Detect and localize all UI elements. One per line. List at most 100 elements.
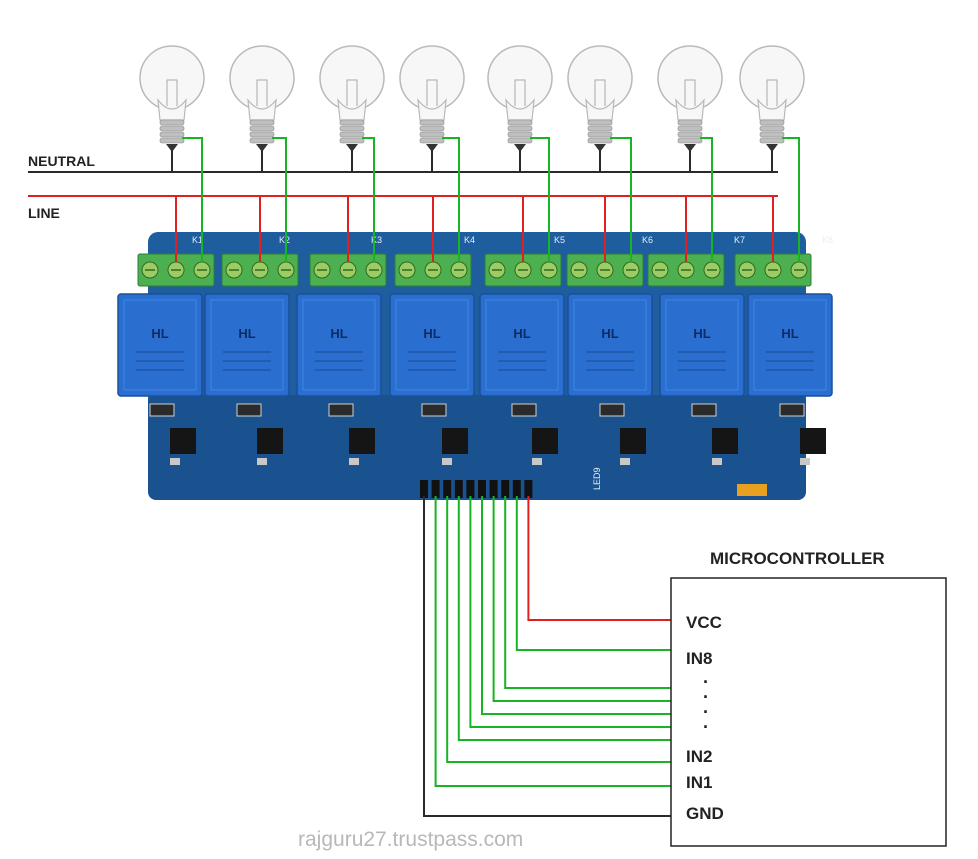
light-bulb [139,45,205,152]
control-wire-in3 [457,496,671,741]
relay-K8: HL K8 [747,235,833,397]
relay-marking: HL [238,326,255,341]
relay-id: K8 [822,235,833,245]
relay-marking: HL [330,326,347,341]
control-wire-vcc [527,496,671,621]
optocouplers [149,403,826,465]
optocoupler [511,403,558,465]
switched-wire [610,137,632,262]
screw-terminal [309,253,387,287]
light-bulb [657,45,723,152]
screw-terminal [221,253,299,287]
relay-id: K4 [464,235,475,245]
light-bulbs [139,45,805,172]
optocoupler [779,403,826,465]
relay-marking: HL [151,326,168,341]
switched-wire [782,137,800,262]
dot-4: · [703,717,709,737]
input-header [420,480,533,498]
relay-K1: HL K1 [117,235,203,397]
pcb-bottom-area [148,395,806,500]
switched-wire [530,137,550,262]
relay-id: K6 [642,235,653,245]
switched-wire [442,137,460,262]
header-pin [454,480,463,498]
light-bulb [229,45,295,152]
optocoupler [149,403,196,465]
pin-in8: IN8 [686,649,712,668]
control-wire-in2 [446,496,671,763]
relay-id: K1 [192,235,203,245]
control-wires [423,496,671,817]
pin-in1: IN1 [686,773,712,792]
pin-gnd: GND [686,804,724,823]
line-label: LINE [28,205,60,221]
optocoupler [599,403,646,465]
switched-wire [362,137,375,262]
light-bulb [399,45,465,152]
relay-marking: HL [513,326,530,341]
relay-K6: HL K6 [567,235,653,397]
switched-wire [700,137,713,262]
relay-marking: HL [781,326,798,341]
pin-in2: IN2 [686,747,712,766]
relay-marking: HL [423,326,440,341]
switched-wire [272,137,287,262]
relay-K5: HL K5 [479,235,565,397]
header-pin [512,480,521,498]
jumper [737,484,767,496]
dot-1: · [703,672,709,692]
relay-K7: HL K7 [659,235,745,397]
relay-K2: HL K2 [204,235,290,397]
control-wire-in1 [434,496,671,787]
optocoupler [421,403,468,465]
relay-marking: HL [601,326,618,341]
optocoupler [328,403,375,465]
relay-id: K5 [554,235,565,245]
header-pin [478,480,486,498]
header-pin [489,480,498,498]
relay-id: K2 [279,235,290,245]
optocoupler [236,403,283,465]
relay-marking: HL [693,326,710,341]
header-pin [501,480,510,498]
control-wire-in8 [515,496,671,651]
screw-terminal [647,253,725,287]
relay-id: K7 [734,235,745,245]
light-bulb [319,45,385,152]
light-bulb [487,45,553,152]
control-wire-in5 [481,496,671,715]
switched-wire [182,137,203,262]
light-bulb [739,45,805,152]
header-pin [420,480,428,498]
dot-2: · [703,687,709,707]
screw-terminal [566,253,644,287]
relay-K4: HL K4 [389,235,475,397]
bulb-wires [175,137,800,262]
header-pin [466,480,475,498]
pin-vcc: VCC [686,613,722,632]
relay-K3: HL K3 [296,235,382,397]
light-bulb [567,45,633,152]
microcontroller-title: MICROCONTROLLER [710,549,885,568]
control-wire-gnd [423,496,671,817]
header-pin [431,480,440,498]
header-pin [524,480,533,498]
watermark: rajguru27.trustpass.com [298,828,523,851]
header-pin [443,480,452,498]
optocoupler [691,403,738,465]
control-wire-in7 [504,496,671,689]
screw-terminal [137,253,215,287]
control-wire-in4 [469,496,671,728]
relay-id: K3 [371,235,382,245]
microcontroller-box [670,577,947,847]
screw-terminals [137,253,812,287]
control-wire-in6 [492,496,671,702]
neutral-label: NEUTRAL [28,153,95,169]
screw-terminal [734,253,812,287]
dot-3: · [703,702,709,722]
screw-terminal [394,253,472,287]
led-label: LED9 [592,467,602,490]
